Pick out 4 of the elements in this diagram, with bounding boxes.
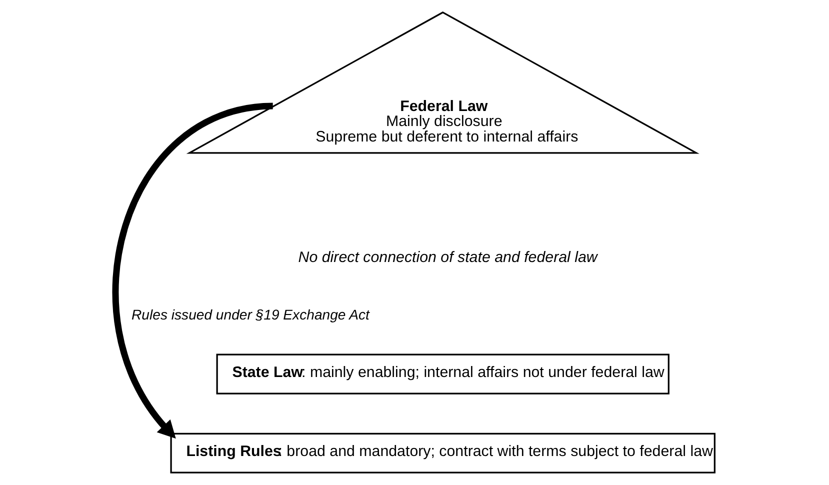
node-box: State Law: mainly enabling; internal affairs not under federal law — [216, 354, 669, 394]
label: No direct connection of state and federal law — [298, 249, 597, 266]
edge-label: Rules issued under §19 Exchange Act — [131, 306, 369, 322]
arrow — [112, 102, 273, 439]
